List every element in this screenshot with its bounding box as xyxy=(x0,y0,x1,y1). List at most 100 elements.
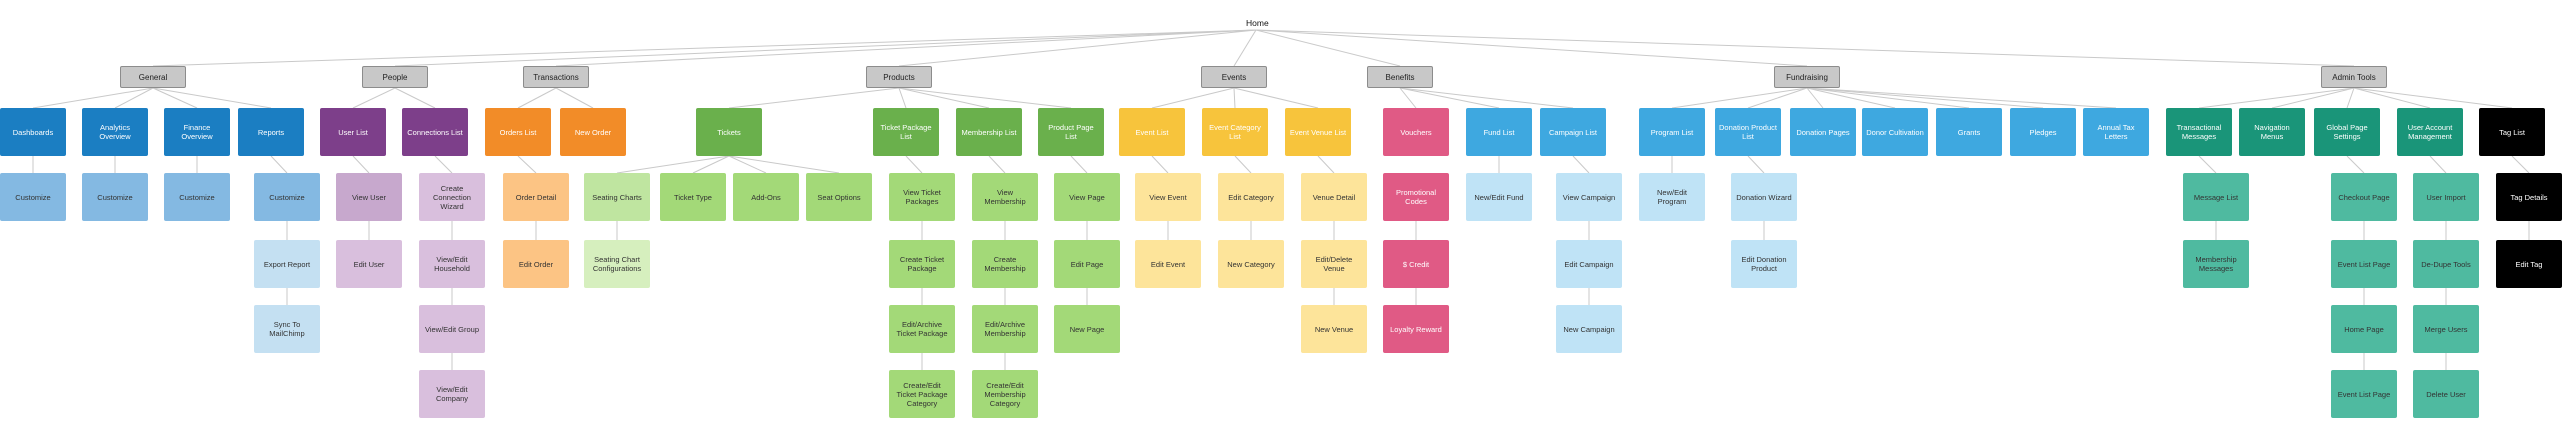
node-cust2[interactable]: Customize xyxy=(82,173,148,221)
node-taglist[interactable]: Tag List xyxy=(2479,108,2545,156)
node-tagdetails[interactable]: Tag Details xyxy=(2496,173,2562,221)
node-viewmem[interactable]: View Membership xyxy=(972,173,1038,221)
node-newcamp[interactable]: New Campaign xyxy=(1556,305,1622,353)
node-viewuser[interactable]: View User xyxy=(336,173,402,221)
node-newpage[interactable]: New Page xyxy=(1054,305,1120,353)
node-proglist[interactable]: Program List xyxy=(1639,108,1705,156)
node-export[interactable]: Export Report xyxy=(254,240,320,288)
node-cust1[interactable]: Customize xyxy=(0,173,66,221)
node-globalpage[interactable]: Global Page Settings xyxy=(2314,108,2380,156)
node-editpage[interactable]: Edit Page xyxy=(1054,240,1120,288)
node-newcat[interactable]: New Category xyxy=(1218,240,1284,288)
node-orders[interactable]: Orders List xyxy=(485,108,551,156)
node-evcatlist[interactable]: Event Category List xyxy=(1202,108,1268,156)
node-editdonprod[interactable]: Edit Donation Product xyxy=(1731,240,1797,288)
node-household[interactable]: View/Edit Household xyxy=(419,240,485,288)
node-pplist[interactable]: Product Page List xyxy=(1038,108,1104,156)
node-evlistpage2[interactable]: Event List Page xyxy=(2331,370,2397,418)
node-editarchmem[interactable]: Edit/Archive Membership xyxy=(972,305,1038,353)
node-reports[interactable]: Reports xyxy=(238,108,304,156)
node-editdelvenue[interactable]: Edit/Delete Venue xyxy=(1301,240,1367,288)
node-navmenus[interactable]: Navigation Menus xyxy=(2239,108,2305,156)
node-memmsg[interactable]: Membership Messages xyxy=(2183,240,2249,288)
node-userimport[interactable]: User Import xyxy=(2413,173,2479,221)
category-fundraising[interactable]: Fundraising xyxy=(1774,66,1840,88)
node-newvenue[interactable]: New Venue xyxy=(1301,305,1367,353)
node-transmsg[interactable]: Transactional Messages xyxy=(2166,108,2232,156)
node-createconn[interactable]: Create Connection Wizard xyxy=(419,173,485,221)
node-donpages[interactable]: Donation Pages xyxy=(1790,108,1856,156)
category-general[interactable]: General xyxy=(120,66,186,88)
node-deleteuser[interactable]: Delete User xyxy=(2413,370,2479,418)
node-donprodlist[interactable]: Donation Product List xyxy=(1715,108,1781,156)
node-edittag[interactable]: Edit Tag xyxy=(2496,240,2562,288)
node-viewcamp[interactable]: View Campaign xyxy=(1556,173,1622,221)
node-cust3[interactable]: Customize xyxy=(164,173,230,221)
node-donwizard[interactable]: Donation Wizard xyxy=(1731,173,1797,221)
node-mergeusers[interactable]: Merge Users xyxy=(2413,305,2479,353)
node-promo[interactable]: Promotional Codes xyxy=(1383,173,1449,221)
node-neworder[interactable]: New Order xyxy=(560,108,626,156)
node-homepage[interactable]: Home Page xyxy=(2331,305,2397,353)
node-cust4[interactable]: Customize xyxy=(254,173,320,221)
node-memcat[interactable]: Create/Edit Membership Category xyxy=(972,370,1038,418)
node-seatcharts[interactable]: Seating Charts xyxy=(584,173,650,221)
node-orderdetail[interactable]: Order Detail xyxy=(503,173,569,221)
node-seatconfig[interactable]: Seating Chart Configurations xyxy=(584,240,650,288)
connector-line xyxy=(1070,155,1088,174)
node-tpkgcat[interactable]: Create/Edit Ticket Package Category xyxy=(889,370,955,418)
node-viewpage[interactable]: View Page xyxy=(1054,173,1120,221)
node-dedupe[interactable]: De-Dupe Tools xyxy=(2413,240,2479,288)
category-products[interactable]: Products xyxy=(866,66,932,88)
node-vouchers[interactable]: Vouchers xyxy=(1383,108,1449,156)
node-msglist[interactable]: Message List xyxy=(2183,173,2249,221)
node-editcamp[interactable]: Edit Campaign xyxy=(1556,240,1622,288)
node-evvenuelist[interactable]: Event Venue List xyxy=(1285,108,1351,156)
node-editarchtpkg[interactable]: Edit/Archive Ticket Package xyxy=(889,305,955,353)
node-addons[interactable]: Add-Ons xyxy=(733,173,799,221)
node-grants[interactable]: Grants xyxy=(1936,108,2002,156)
node-memlist[interactable]: Membership List xyxy=(956,108,1022,156)
node-userlist[interactable]: User List xyxy=(320,108,386,156)
node-analytics[interactable]: Analytics Overview xyxy=(82,108,148,156)
node-editevent[interactable]: Edit Event xyxy=(1135,240,1201,288)
node-venuedetail[interactable]: Venue Detail xyxy=(1301,173,1367,221)
node-useracct[interactable]: User Account Management xyxy=(2397,108,2463,156)
node-eventlist[interactable]: Event List xyxy=(1119,108,1185,156)
node-pledges[interactable]: Pledges xyxy=(2010,108,2076,156)
node-createmem[interactable]: Create Membership xyxy=(972,240,1038,288)
node-dashboards[interactable]: Dashboards xyxy=(0,108,66,156)
node-viewtpkg[interactable]: View Ticket Packages xyxy=(889,173,955,221)
node-tickettype[interactable]: Ticket Type xyxy=(660,173,726,221)
node-loyalty[interactable]: Loyalty Reward xyxy=(1383,305,1449,353)
node-taxletters[interactable]: Annual Tax Letters xyxy=(2083,108,2149,156)
node-viewevent[interactable]: View Event xyxy=(1135,173,1201,221)
category-people[interactable]: People xyxy=(362,66,428,88)
node-editorder[interactable]: Edit Order xyxy=(503,240,569,288)
connector-line xyxy=(2198,87,2355,109)
node-credit[interactable]: $ Credit xyxy=(1383,240,1449,288)
node-neweditfund[interactable]: New/Edit Fund xyxy=(1466,173,1532,221)
node-camplist[interactable]: Campaign List xyxy=(1540,108,1606,156)
node-tickets[interactable]: Tickets xyxy=(696,108,762,156)
node-company[interactable]: View/Edit Company xyxy=(419,370,485,418)
node-group[interactable]: View/Edit Group xyxy=(419,305,485,353)
node-edituser[interactable]: Edit User xyxy=(336,240,402,288)
node-sync[interactable]: Sync To MailChimp xyxy=(254,305,320,353)
node-evlistpage[interactable]: Event List Page xyxy=(2331,240,2397,288)
connector-line xyxy=(1255,29,1808,67)
node-tpkglist[interactable]: Ticket Package List xyxy=(873,108,939,156)
node-connlist[interactable]: Connections List xyxy=(402,108,468,156)
node-editcat[interactable]: Edit Category xyxy=(1218,173,1284,221)
category-events[interactable]: Events xyxy=(1201,66,1267,88)
node-neweditprog[interactable]: New/Edit Program xyxy=(1639,173,1705,221)
category-transactions[interactable]: Transactions xyxy=(523,66,589,88)
category-benefits[interactable]: Benefits xyxy=(1367,66,1433,88)
node-donorcult[interactable]: Donor Cultivation xyxy=(1862,108,1928,156)
node-seatoptions[interactable]: Seat Options xyxy=(806,173,872,221)
category-admin[interactable]: Admin Tools xyxy=(2321,66,2387,88)
node-finance[interactable]: Finance Overview xyxy=(164,108,230,156)
node-checkout[interactable]: Checkout Page xyxy=(2331,173,2397,221)
node-fundlist[interactable]: Fund List xyxy=(1466,108,1532,156)
node-createtpkg[interactable]: Create Ticket Package xyxy=(889,240,955,288)
